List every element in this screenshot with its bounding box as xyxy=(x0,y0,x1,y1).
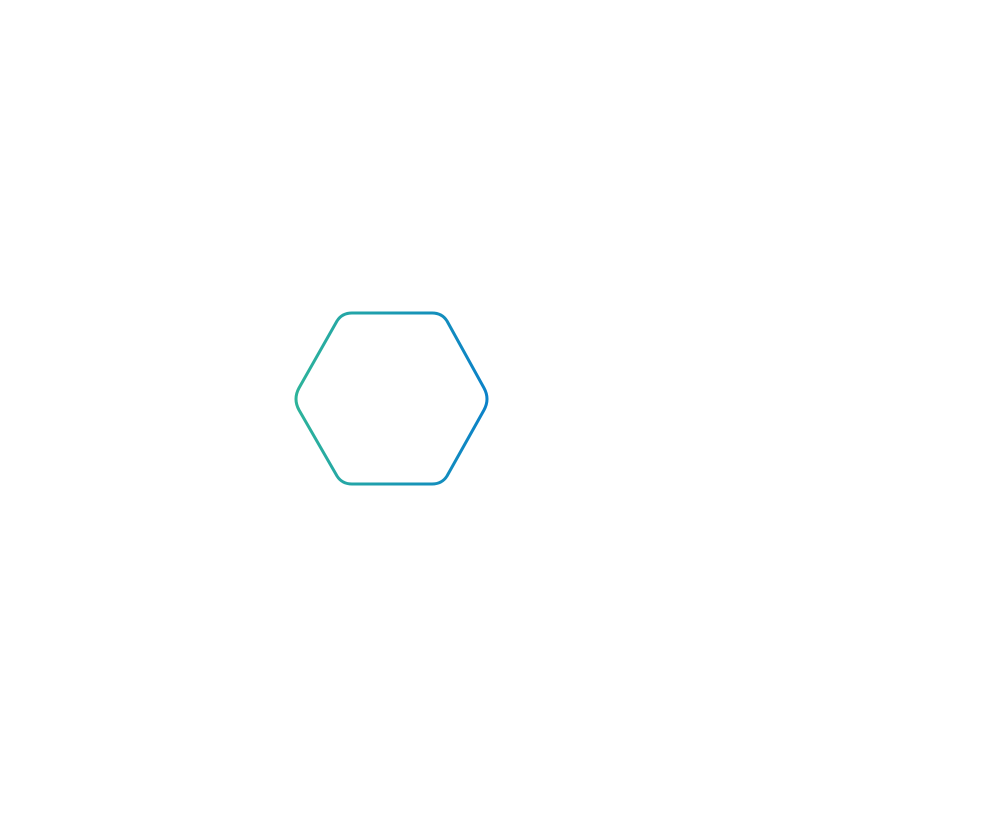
hexagon-path xyxy=(294,311,489,486)
